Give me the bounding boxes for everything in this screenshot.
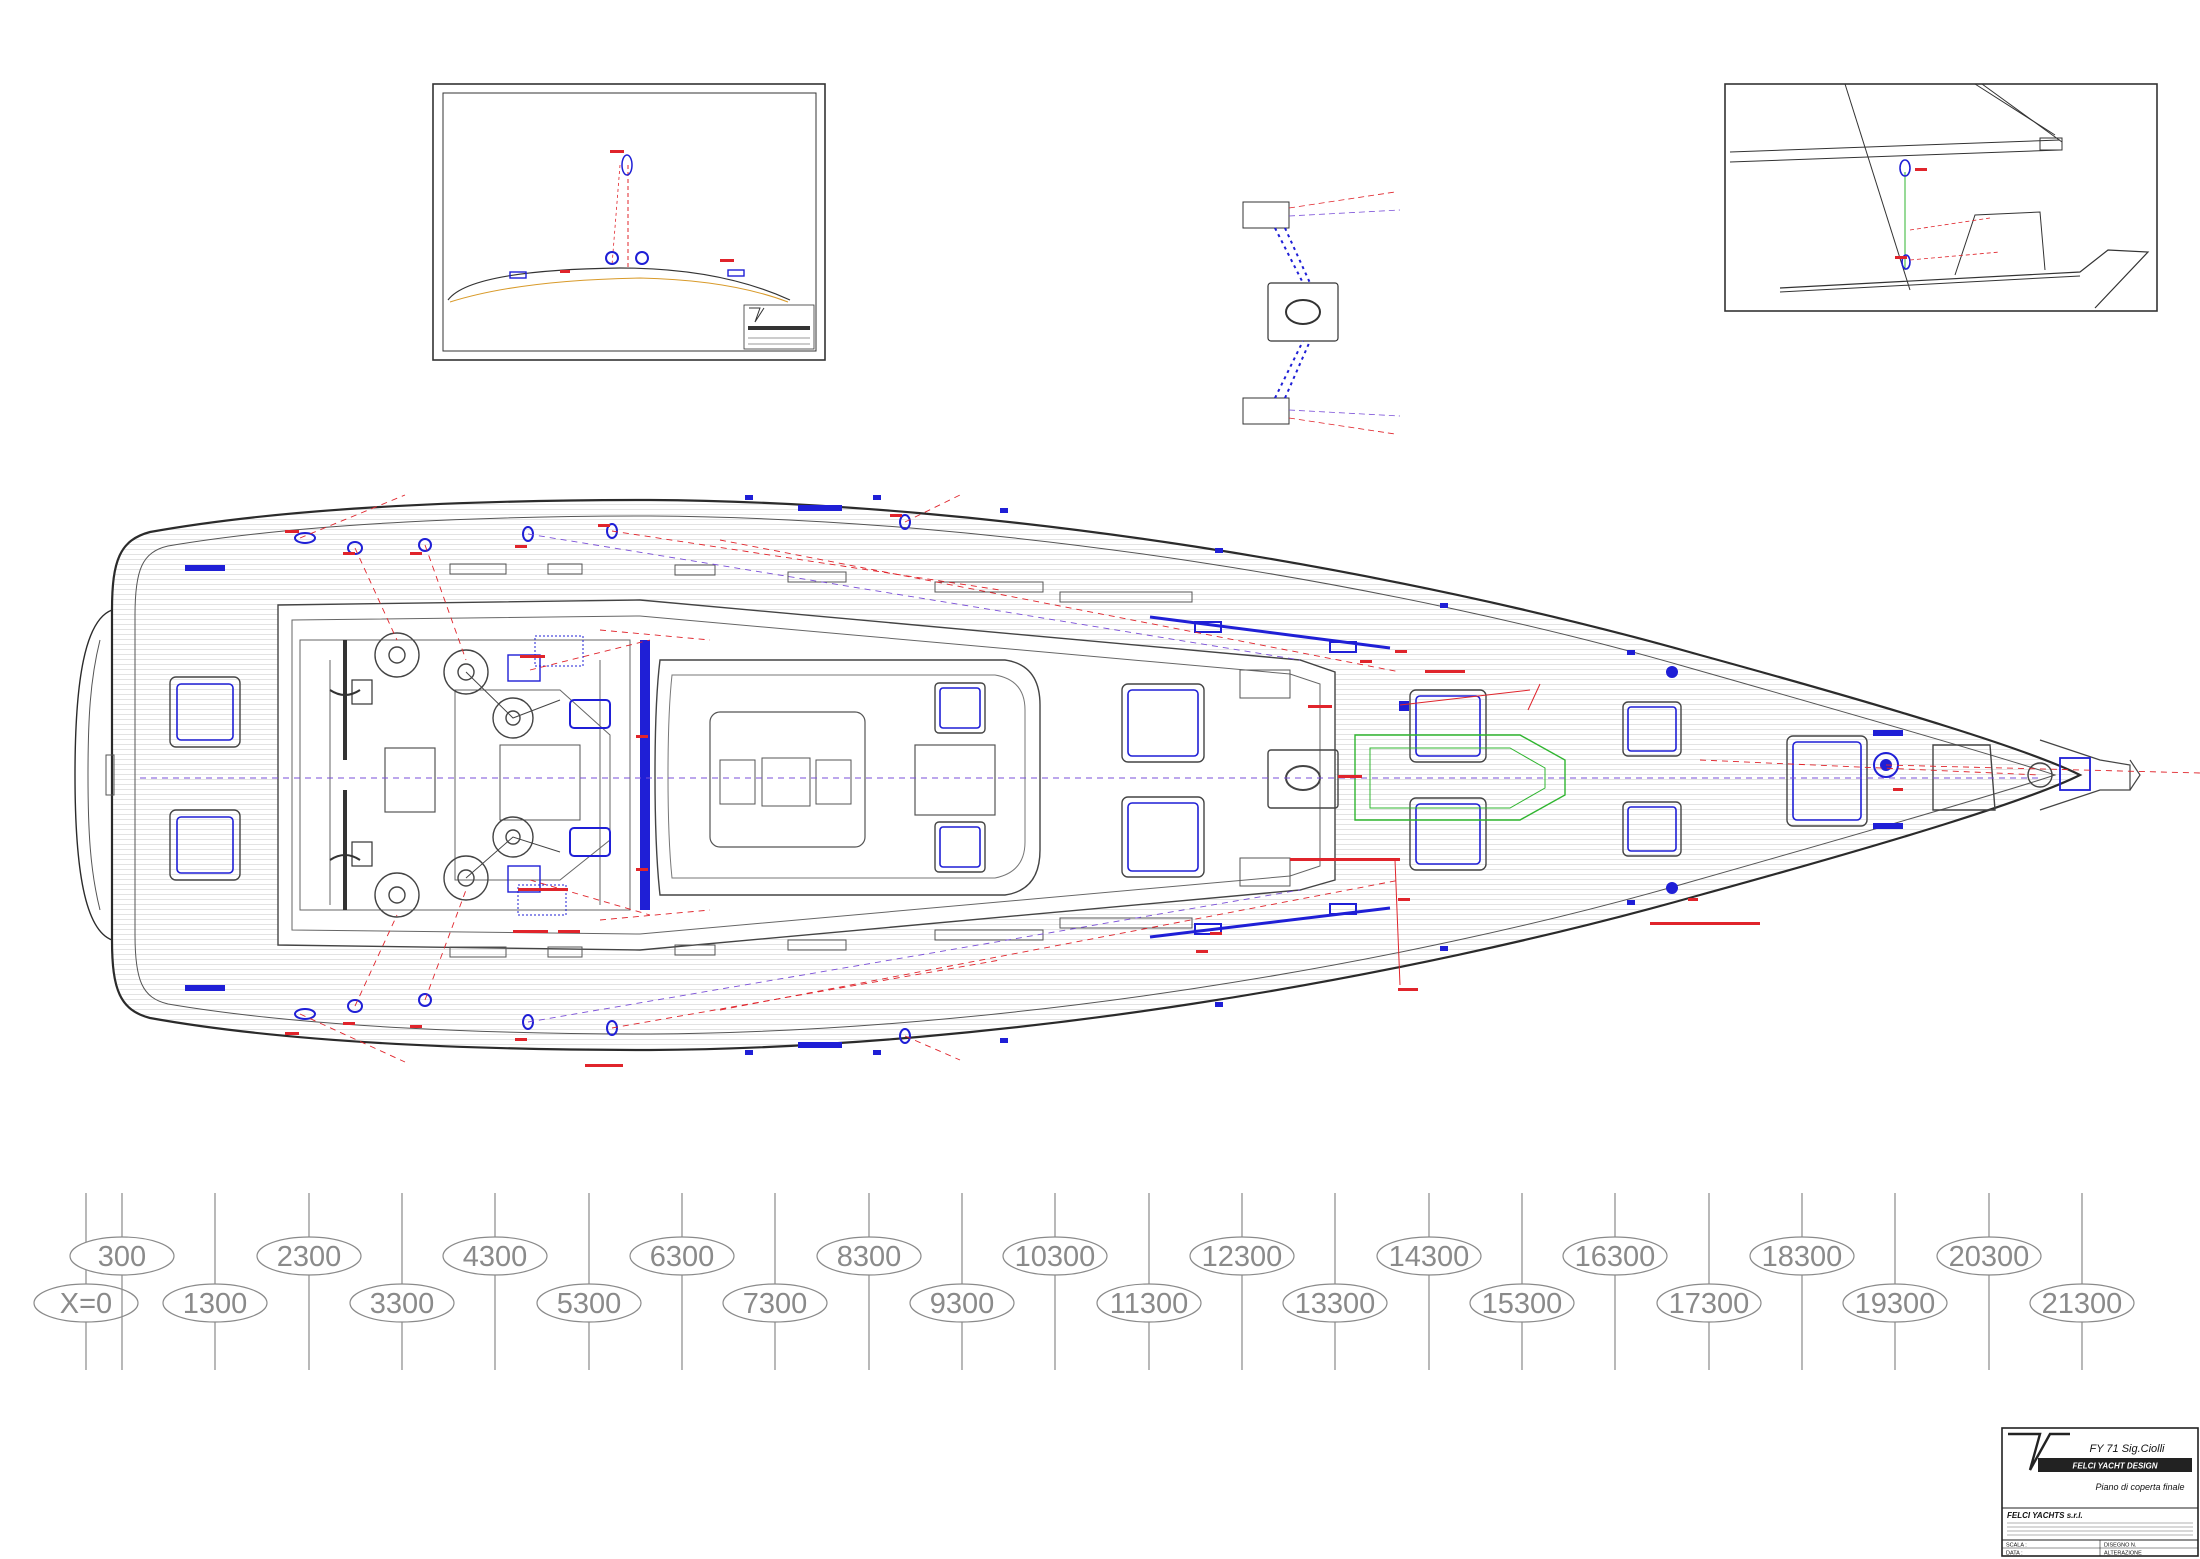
station-oval — [256, 1236, 362, 1276]
hull-outline — [110, 498, 2083, 1052]
station-label: 12300 — [1202, 1241, 1283, 1273]
station-label: 14300 — [1389, 1241, 1470, 1273]
hatch-detail-view — [1242, 191, 1401, 435]
station-label: 2300 — [277, 1241, 342, 1273]
station-label: 18300 — [1762, 1241, 1843, 1273]
sheet-number-label: DISEGNO N. — [2104, 1543, 2137, 1549]
title-block: FY 71 Sig.Ciolli FELCI YACHT DESIGN Pian… — [2001, 1427, 2199, 1557]
station-label: 11300 — [1110, 1288, 1189, 1320]
scale-label: SCALA : — [2006, 1543, 2027, 1549]
drawing-title: Piano di coperta finale — [2095, 1482, 2184, 1492]
station-label: 17300 — [1669, 1288, 1750, 1320]
station-oval — [1656, 1283, 1762, 1323]
station-oval — [536, 1283, 642, 1323]
block-icon — [621, 154, 633, 176]
station-oval — [909, 1283, 1015, 1323]
station-label: 9300 — [930, 1288, 995, 1320]
station-label: 7300 — [743, 1288, 808, 1320]
deck-plan — [74, 494, 2200, 1067]
station-oval — [442, 1236, 548, 1276]
winches — [374, 632, 534, 918]
station-oval — [1189, 1236, 1295, 1276]
station-oval — [162, 1283, 268, 1323]
station-label: 19300 — [1855, 1288, 1936, 1320]
station-oval — [1469, 1283, 1575, 1323]
station-oval — [816, 1236, 922, 1276]
station-label: 20300 — [1949, 1241, 2030, 1273]
station-label: 300 — [98, 1241, 146, 1273]
station-oval — [1096, 1283, 1202, 1323]
date-label: DATA : — [2006, 1551, 2023, 1557]
block-icon — [1901, 254, 1911, 270]
station-oval — [629, 1236, 735, 1276]
station-oval — [1749, 1236, 1855, 1276]
tender-outline — [1354, 734, 1566, 821]
station-grid: X=0 300 1300 2300 3300 4300 5300 6300 7300 8300 93… — [33, 1193, 2135, 1370]
station-label: 15300 — [1482, 1288, 1563, 1320]
hatches — [169, 676, 1996, 881]
station-label: 1300 — [183, 1288, 248, 1320]
station-label: 13300 — [1295, 1288, 1376, 1320]
station-oval — [69, 1236, 175, 1276]
station-oval — [1282, 1283, 1388, 1323]
station-label: 5300 — [557, 1288, 622, 1320]
station-label: X=0 — [60, 1288, 112, 1320]
inset-profile-view — [1724, 83, 2158, 312]
winch-icon — [605, 251, 619, 265]
station-label: 6300 — [650, 1241, 715, 1273]
station-oval — [349, 1283, 455, 1323]
station-label: 4300 — [463, 1241, 528, 1273]
block-icon — [1899, 159, 1911, 177]
station-label: 10300 — [1015, 1241, 1096, 1273]
station-oval — [2029, 1283, 2135, 1323]
felci-logo-icon — [2008, 1432, 2070, 1471]
station-oval — [1002, 1236, 1108, 1276]
winch-icon — [635, 251, 649, 265]
station-label: 16300 — [1575, 1241, 1656, 1273]
station-oval — [1376, 1236, 1482, 1276]
inset-section-view — [432, 83, 826, 361]
firm-name: FELCI YACHTS s.r.l. — [2007, 1511, 2083, 1520]
station-oval — [1562, 1236, 1668, 1276]
station-label: 21300 — [2042, 1288, 2123, 1320]
project-name: FY 71 Sig.Ciolli — [2090, 1443, 2166, 1455]
station-oval — [722, 1283, 828, 1323]
station-oval — [33, 1283, 139, 1323]
station-label: 8300 — [837, 1241, 902, 1273]
station-oval — [1842, 1283, 1948, 1323]
station-oval — [1936, 1236, 2042, 1276]
station-label: 3300 — [370, 1288, 435, 1320]
company-banner: FELCI YACHT DESIGN — [2072, 1462, 2157, 1471]
revision-label: ALTERAZIONE — [2104, 1551, 2142, 1557]
